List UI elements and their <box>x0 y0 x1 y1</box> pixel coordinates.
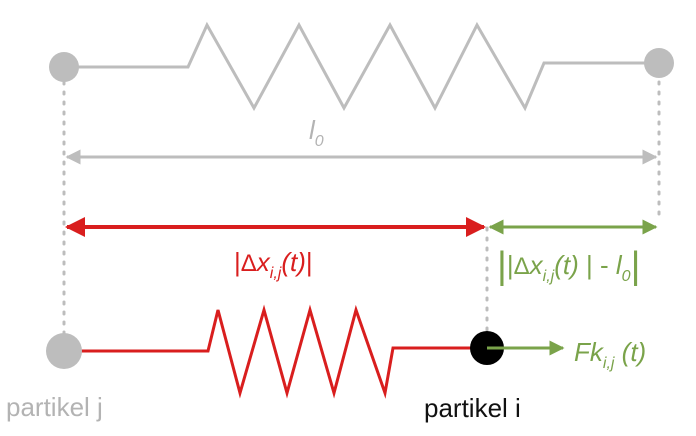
distance-subscript: i,j <box>269 265 282 282</box>
distance-label: |Δxi,j(t)| <box>234 247 313 282</box>
delta-symbol: Δ <box>240 250 257 277</box>
extension-subscript: i,j <box>542 268 555 285</box>
extension-l-subscript: 0 <box>621 268 631 285</box>
extension-delta-symbol: Δ <box>513 253 530 280</box>
distance-arg: (t) <box>281 247 306 277</box>
force-label: Fki,j (t) <box>574 337 647 372</box>
extension-minus: | - <box>578 250 616 280</box>
particle-j <box>46 333 82 369</box>
rest-particle-left <box>49 52 79 82</box>
rest-length-label: l0 <box>309 115 324 150</box>
distance-var: x <box>256 247 270 277</box>
distance-bar-left: | <box>234 247 241 277</box>
rest-length-subscript: 0 <box>314 133 324 150</box>
force-subscript: i,j <box>602 355 615 372</box>
rest-particle-right <box>644 48 674 78</box>
extension-outer-bar-left: | <box>497 245 507 287</box>
rest-length-symbol: l <box>309 115 315 145</box>
rest-spring <box>64 21 659 112</box>
extension-inner-bar-left: | <box>506 250 514 280</box>
extension-outer-bar-right: | <box>630 245 641 287</box>
particle-j-label: partikel j <box>6 392 103 422</box>
distance-bar-right: | <box>305 247 313 277</box>
force-var: Fk <box>574 337 603 367</box>
stretched-spring <box>64 304 487 399</box>
extension-var: x <box>529 250 543 280</box>
force-arg: (t) <box>614 337 647 367</box>
particle-i-label: partikel i <box>424 393 521 423</box>
extension-arg: (t) <box>554 250 579 280</box>
extension-l: l <box>615 250 622 280</box>
extension-label: ||Δxi,j(t) | - l0| <box>497 247 640 285</box>
